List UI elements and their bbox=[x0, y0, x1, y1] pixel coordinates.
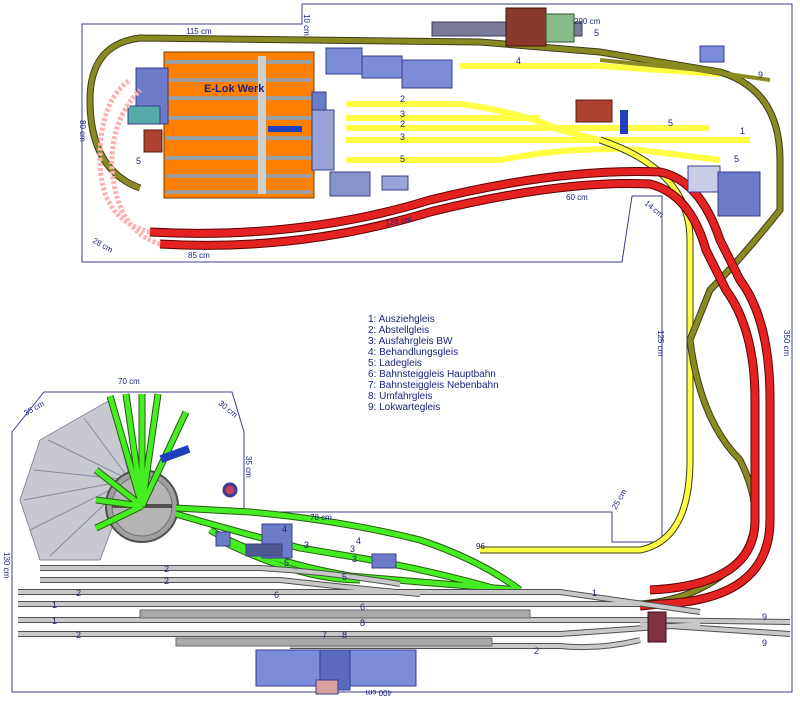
svg-text:35 cm: 35 cm bbox=[244, 456, 253, 478]
svg-text:5: 5 bbox=[342, 572, 347, 582]
svg-text:35 cm: 35 cm bbox=[23, 399, 47, 418]
svg-text:5: 5 bbox=[734, 154, 739, 164]
svg-text:78 cm: 78 cm bbox=[310, 513, 332, 522]
svg-text:5: 5 bbox=[284, 558, 289, 568]
svg-text:5: 5 bbox=[136, 156, 141, 166]
legend-item: 8: Umfahrgleis bbox=[368, 391, 432, 402]
svg-text:9: 9 bbox=[758, 70, 763, 80]
svg-text:85 cm: 85 cm bbox=[188, 251, 210, 260]
svg-text:80 cm: 80 cm bbox=[78, 120, 87, 142]
upper-buildings bbox=[311, 7, 761, 217]
e-lok-werk: E-Lok Werk bbox=[127, 51, 371, 199]
svg-text:128 cm: 128 cm bbox=[385, 214, 413, 227]
werk-building bbox=[163, 51, 315, 199]
svg-text:6: 6 bbox=[274, 590, 279, 600]
svg-text:400 cm: 400 cm bbox=[365, 688, 392, 697]
svg-text:25 cm: 25 cm bbox=[610, 487, 629, 511]
svg-text:1: 1 bbox=[592, 588, 597, 598]
legend: 1: Ausziehgleis 2: Abstellgleis 3: Ausfa… bbox=[368, 314, 499, 413]
werk-tracks bbox=[166, 60, 312, 194]
legend-item: 5: Ladegleis bbox=[368, 358, 422, 369]
svg-text:5: 5 bbox=[668, 118, 673, 128]
station-hall bbox=[255, 649, 417, 695]
svg-text:60 cm: 60 cm bbox=[566, 193, 588, 202]
legend-item: 7: Bahnsteiggleis Nebenbahn bbox=[368, 380, 499, 391]
svg-text:5: 5 bbox=[400, 154, 405, 164]
svg-text:130 cm: 130 cm bbox=[2, 552, 11, 579]
red-loop bbox=[149, 167, 775, 611]
svg-text:8: 8 bbox=[360, 618, 365, 628]
legend-item: 9: Lokwartegleis bbox=[368, 402, 440, 413]
legend-item: 4: Behandlungsgleis bbox=[368, 347, 458, 358]
bw-buildings bbox=[215, 523, 397, 569]
svg-text:2: 2 bbox=[534, 646, 539, 656]
svg-text:9: 9 bbox=[762, 638, 767, 648]
svg-text:350 cm: 350 cm bbox=[782, 330, 791, 357]
svg-text:4: 4 bbox=[516, 56, 521, 66]
svg-text:1: 1 bbox=[740, 126, 745, 136]
transfer-table bbox=[311, 109, 335, 171]
pink-hidden-track bbox=[97, 77, 161, 247]
station-building bbox=[505, 7, 547, 47]
svg-text:2: 2 bbox=[76, 630, 81, 640]
lower-station bbox=[18, 565, 791, 651]
track-numbers: 5 9 2 3 2 3 5 1 5 5 5 4 4 3 3 5 4 3 5 2 … bbox=[52, 28, 767, 656]
svg-text:2: 2 bbox=[164, 564, 169, 574]
legend-item: 1: Ausziehgleis bbox=[368, 314, 435, 325]
werk-label: E-Lok Werk bbox=[204, 83, 265, 95]
svg-text:125 cm: 125 cm bbox=[656, 330, 665, 357]
legend-item: 6: Bahnsteiggleis Hauptbahn bbox=[368, 369, 496, 380]
svg-text:2: 2 bbox=[76, 588, 81, 598]
legend-item: 3: Ausfahrgleis BW bbox=[368, 336, 453, 347]
platform-main bbox=[139, 609, 531, 619]
svg-text:30 cm: 30 cm bbox=[217, 399, 240, 420]
svg-text:4: 4 bbox=[282, 524, 287, 534]
svg-text:9: 9 bbox=[762, 612, 767, 622]
svg-text:1: 1 bbox=[52, 616, 57, 626]
svg-text:290 cm: 290 cm bbox=[574, 17, 601, 26]
room-outline bbox=[11, 3, 793, 693]
svg-text:2: 2 bbox=[400, 94, 405, 104]
svg-text:3: 3 bbox=[400, 132, 405, 142]
svg-text:10 cm: 10 cm bbox=[302, 14, 311, 36]
svg-text:70 cm: 70 cm bbox=[118, 377, 140, 386]
svg-text:2: 2 bbox=[164, 576, 169, 586]
svg-text:1: 1 bbox=[52, 600, 57, 610]
small-shed bbox=[329, 171, 371, 197]
signal-box bbox=[647, 611, 667, 643]
svg-text:3: 3 bbox=[400, 109, 405, 119]
svg-text:7: 7 bbox=[322, 630, 327, 640]
svg-text:4: 4 bbox=[356, 536, 361, 546]
svg-text:3: 3 bbox=[350, 544, 355, 554]
red-shed bbox=[143, 129, 163, 153]
dimension-labels: 115 cm 10 cm 290 cm 80 cm 28 cm 128 cm 8… bbox=[2, 14, 791, 697]
green-roundhouse-rails bbox=[94, 393, 189, 531]
svg-text:5: 5 bbox=[594, 28, 599, 38]
svg-text:2: 2 bbox=[400, 119, 405, 129]
svg-text:8: 8 bbox=[342, 630, 347, 640]
svg-text:3: 3 bbox=[352, 554, 357, 564]
svg-text:6: 6 bbox=[360, 602, 365, 612]
legend-item: 2: Abstellgleis bbox=[368, 325, 429, 336]
upper-room-wall bbox=[11, 3, 793, 693]
svg-text:115 cm: 115 cm bbox=[186, 27, 212, 36]
platform-branch bbox=[175, 637, 493, 647]
svg-text:28 cm: 28 cm bbox=[91, 236, 115, 255]
svg-text:96: 96 bbox=[476, 542, 485, 551]
svg-text:3: 3 bbox=[304, 540, 309, 550]
